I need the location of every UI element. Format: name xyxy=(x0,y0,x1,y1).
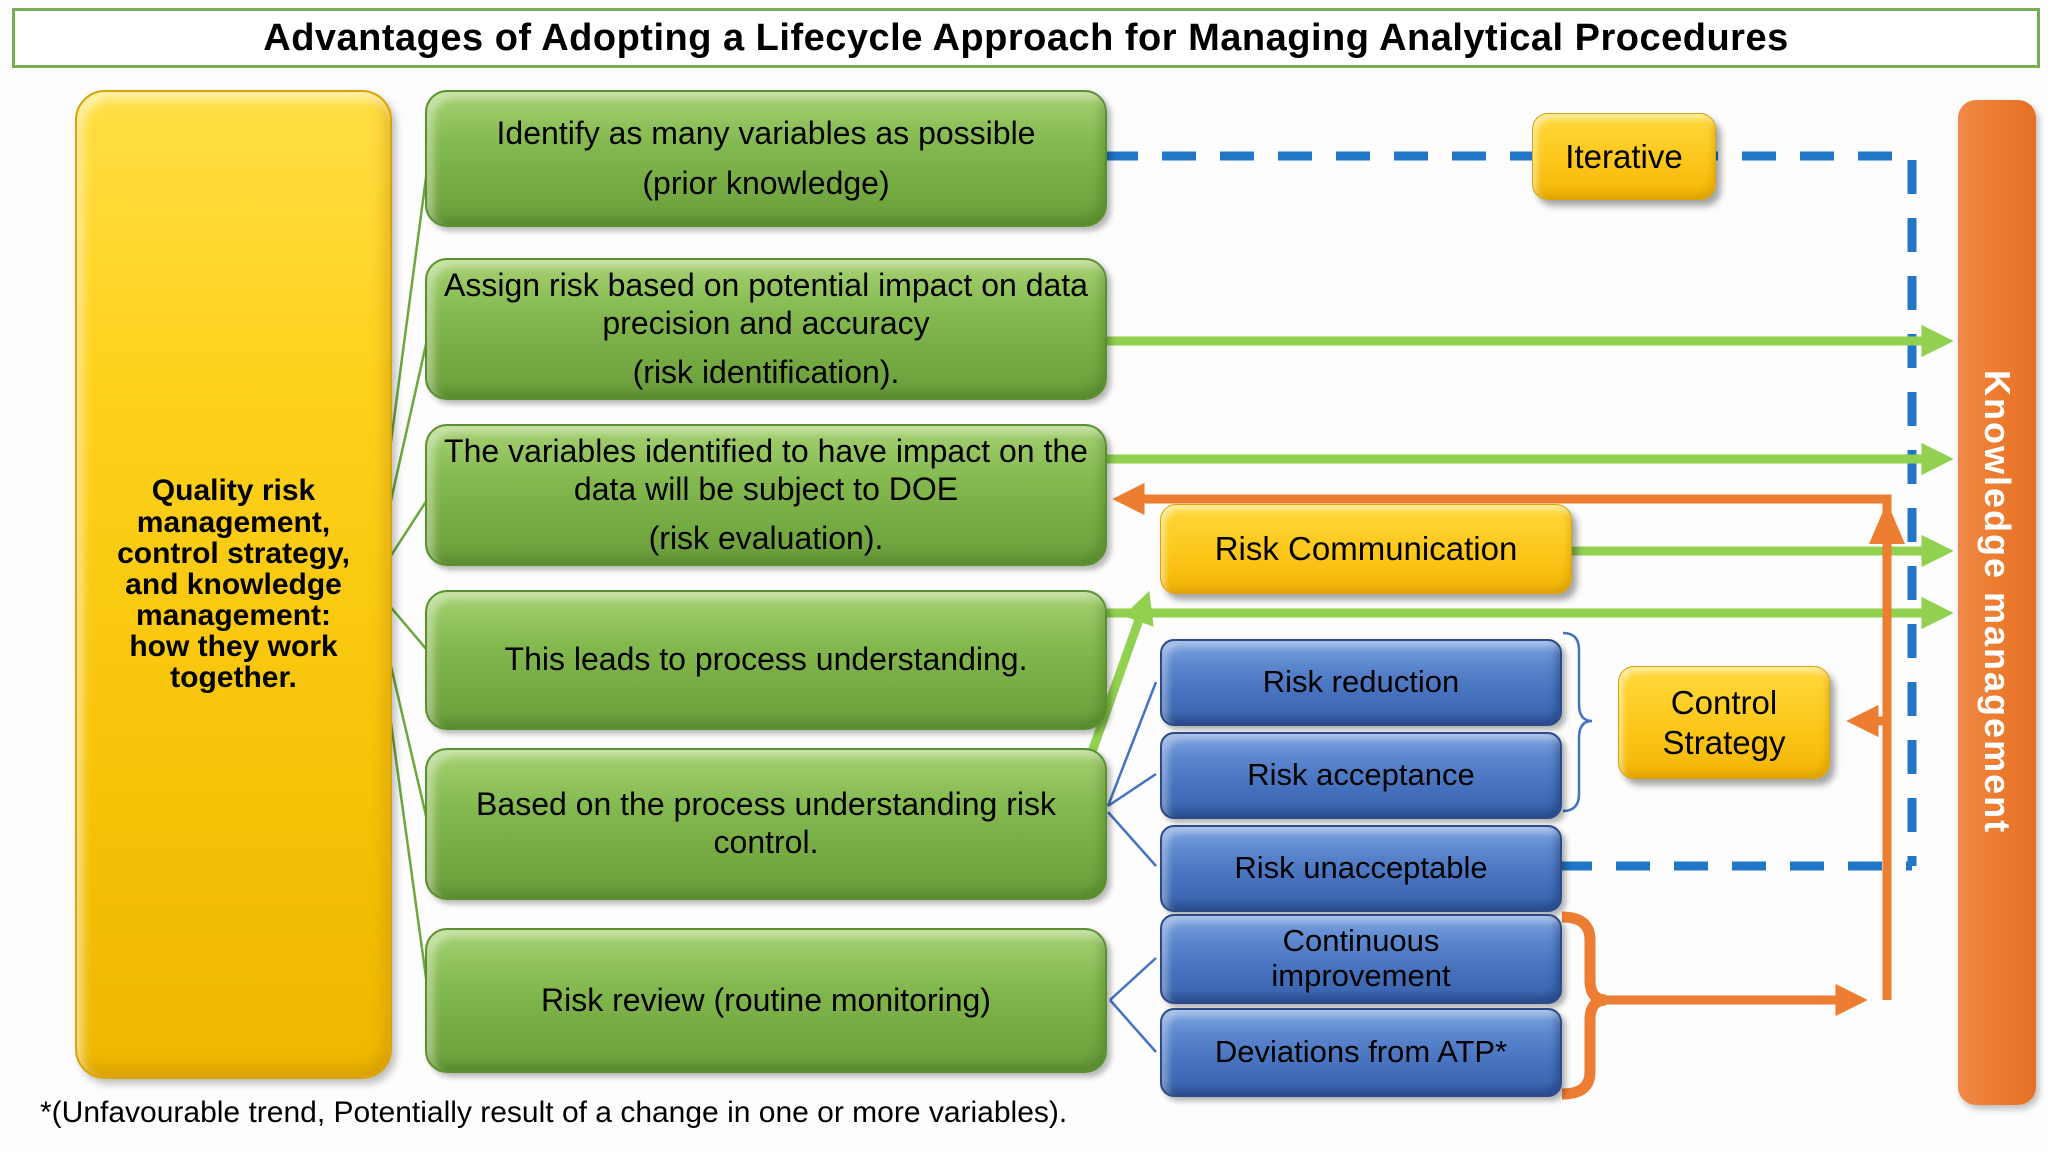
process-box-assign-risk: Assign risk based on potential impact on… xyxy=(425,258,1107,400)
knowledge-management-bar: Knowledge management xyxy=(1958,100,2036,1105)
review-output-label: Continuous improvement xyxy=(1271,923,1451,993)
risk-option-unacceptable: Risk unacceptable xyxy=(1160,825,1562,912)
callout-label: Risk Communication xyxy=(1214,530,1518,568)
process-box-text: Identify as many variables as possible xyxy=(496,115,1036,152)
iterative-dashed-path xyxy=(1104,151,1917,871)
page-title: Advantages of Adopting a Lifecycle Appro… xyxy=(263,16,1789,59)
callout-control-strategy: Control Strategy xyxy=(1618,666,1830,779)
process-box-subtext: (prior knowledge) xyxy=(642,164,890,201)
process-box-identify-variables: Identify as many variables as possible (… xyxy=(425,90,1107,227)
knowledge-feed-arrows xyxy=(1077,324,1954,782)
callout-iterative: Iterative xyxy=(1532,113,1716,200)
review-output-deviations: Deviations from ATP* xyxy=(1160,1008,1562,1097)
process-box-risk-control: Based on the process understanding risk … xyxy=(425,748,1107,900)
risk-option-label: Risk acceptance xyxy=(1247,757,1475,793)
footnote: *(Unfavourable trend, Potentially result… xyxy=(40,1096,1068,1129)
process-box-subtext: (risk evaluation). xyxy=(648,520,884,557)
risk-option-reduction: Risk reduction xyxy=(1160,639,1562,726)
feedback-orange-path xyxy=(1112,482,1892,1017)
left-panel: Quality risk management, control strateg… xyxy=(75,90,392,1079)
control-strategy-brace xyxy=(1562,631,1593,813)
up-arrowhead xyxy=(1869,502,1905,544)
process-box-subtext: (risk identification). xyxy=(632,354,900,391)
risk-option-label: Risk unacceptable xyxy=(1234,850,1488,886)
risk-option-acceptance: Risk acceptance xyxy=(1160,732,1562,819)
process-box-risk-review: Risk review (routine monitoring) xyxy=(425,928,1107,1073)
callout-label: Control Strategy xyxy=(1662,683,1786,761)
callout-risk-communication: Risk Communication xyxy=(1160,504,1572,594)
process-box-text: Risk review (routine monitoring) xyxy=(541,981,991,1018)
process-box-process-understanding: This leads to process understanding. xyxy=(425,590,1107,730)
risk-control-fan-lines xyxy=(1106,631,1593,1053)
knowledge-management-label: Knowledge management xyxy=(1977,370,2018,835)
process-box-doe: The variables identified to have impact … xyxy=(425,424,1107,566)
process-box-text: Assign risk based on potential impact on… xyxy=(444,266,1088,341)
review-output-label: Deviations from ATP* xyxy=(1214,1034,1508,1070)
callout-label: Iterative xyxy=(1565,137,1683,175)
title-banner: Advantages of Adopting a Lifecycle Appro… xyxy=(12,8,2040,68)
process-box-text: The variables identified to have impact … xyxy=(444,432,1088,507)
process-box-text: Based on the process understanding risk … xyxy=(476,786,1056,860)
process-box-text: This leads to process understanding. xyxy=(504,641,1028,678)
left-panel-text: Quality risk management, control strateg… xyxy=(117,474,350,695)
review-output-bracket xyxy=(1561,911,1607,1100)
risk-option-label: Risk reduction xyxy=(1262,664,1460,700)
review-output-continuous-improvement: Continuous improvement xyxy=(1160,914,1562,1004)
